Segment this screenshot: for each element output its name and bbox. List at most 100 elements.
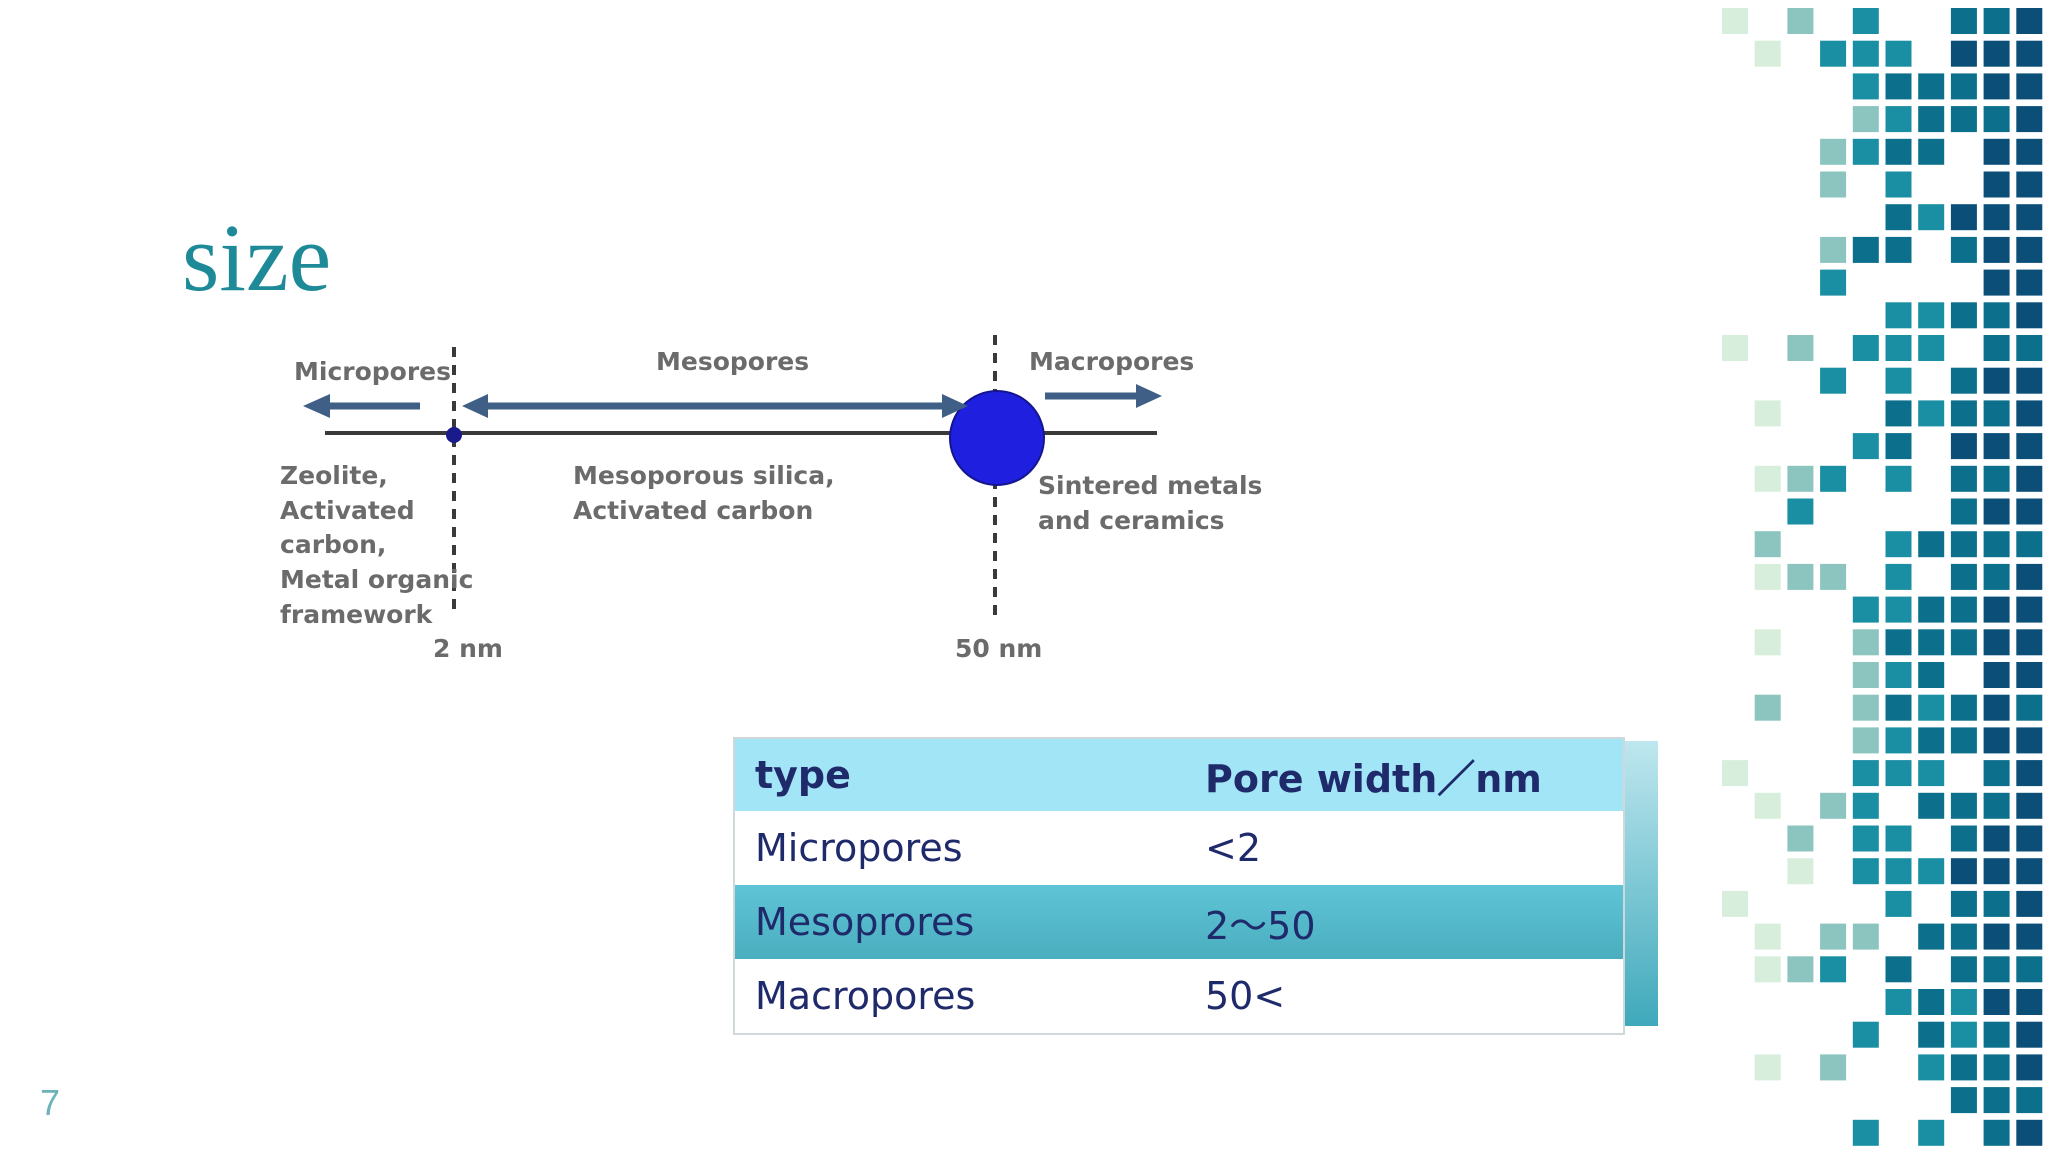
decorative-tile (1918, 1119, 1945, 1146)
cell-type: Micropores (734, 811, 1185, 885)
decorative-tile (1983, 825, 2010, 852)
decorative-tile (1983, 40, 2010, 67)
decorative-tile (1918, 335, 1945, 361)
decorative-tile (2016, 269, 2043, 296)
decorative-tile (2016, 1021, 2043, 1048)
decorative-tile (1820, 956, 1847, 983)
decorative-tile (1754, 465, 1781, 492)
decorative-tile (1950, 465, 1977, 492)
micro-example-line: Activated (280, 496, 415, 525)
decorative-tile (1787, 858, 1814, 885)
decorative-tile (2016, 629, 2043, 656)
decorative-tile (1918, 73, 1945, 100)
decorative-tile (1885, 727, 1912, 754)
decorative-tile (1950, 890, 1977, 917)
decorative-tile (1787, 335, 1814, 361)
decorative-tile (1983, 531, 2010, 558)
decorative-tile (1852, 629, 1879, 656)
decorative-tile (1820, 269, 1847, 296)
decorative-tile (1983, 923, 2010, 950)
micro-example-line: carbon, (280, 530, 386, 559)
decorative-tile (1983, 236, 2010, 263)
decorative-tile (1950, 106, 1977, 133)
decorative-tile (1754, 531, 1781, 558)
decorative-tile (1852, 760, 1879, 787)
decorative-tile (2016, 1054, 2043, 1081)
decorative-tile (1754, 1054, 1781, 1081)
decorative-tile (1852, 40, 1879, 67)
decorative-tile (1885, 563, 1912, 590)
decorative-tile (1885, 302, 1912, 329)
decorative-tile (1950, 956, 1977, 983)
decorative-tile (2016, 563, 2043, 590)
marker-2nm-dot (446, 427, 462, 443)
decorative-tile (2016, 825, 2043, 852)
mark-50nm-label: 50 nm (955, 634, 1042, 663)
decorative-tile (1983, 1087, 2010, 1114)
decorative-tile (1918, 792, 1945, 819)
decorative-tile (1918, 1021, 1945, 1048)
decorative-tile (1983, 400, 2010, 427)
decorative-tile (1722, 335, 1748, 361)
decorative-tile (1787, 498, 1814, 525)
decorative-tile (1983, 204, 2010, 231)
decorative-tile (1754, 629, 1781, 656)
decorative-tile (1820, 367, 1847, 394)
decorative-tile (1885, 400, 1912, 427)
decorative-tile (1885, 531, 1912, 558)
decorative-tile (1950, 8, 1977, 34)
decorative-tile (1918, 923, 1945, 950)
decorative-tile (1820, 236, 1847, 263)
decorative-tile (1950, 1021, 1977, 1048)
decorative-tile (1885, 956, 1912, 983)
micropores-arrow (303, 394, 420, 418)
decorative-tile (1983, 138, 2010, 165)
decorative-tile (2016, 498, 2043, 525)
decorative-tile (1983, 8, 2010, 34)
decorative-tile (2016, 760, 2043, 787)
macro-example-line: and ceramics (1038, 506, 1225, 535)
table-row: Micropores <2 (734, 811, 1624, 885)
decorative-tile (2016, 204, 2043, 231)
decorative-tile (1787, 563, 1814, 590)
decorative-tile (1983, 727, 2010, 754)
decorative-tile (1950, 629, 1977, 656)
decorative-tile (2016, 858, 2043, 885)
decorative-tile (2016, 792, 2043, 819)
decorative-tile (1950, 727, 1977, 754)
decorative-tile (1885, 335, 1912, 361)
pore-size-diagram: Micropores Mesopores Macropores Zeolite,… (280, 335, 1262, 663)
decorative-tile (1885, 40, 1912, 67)
cell-type: Mesoprores (734, 885, 1185, 959)
decorative-tile (1983, 171, 2010, 198)
decorative-tile (1983, 989, 2010, 1015)
decorative-tile (2016, 302, 2043, 329)
micro-example-line: framework (280, 600, 434, 629)
decorative-tile (1885, 367, 1912, 394)
decorative-tile (1820, 563, 1847, 590)
decorative-tile (1983, 1021, 2010, 1048)
decorative-tile (2016, 106, 2043, 133)
decorative-tile (1852, 8, 1879, 34)
decorative-tile (1852, 138, 1879, 165)
decorative-tile (1918, 204, 1945, 231)
decorative-tile (1885, 989, 1912, 1015)
decorative-tile (1852, 694, 1879, 721)
decorative-tile (1918, 858, 1945, 885)
mesopores-label: Mesopores (656, 347, 809, 376)
mark-2nm-label: 2 nm (433, 634, 503, 663)
decorative-tile (1983, 433, 2010, 460)
decorative-tile (1885, 760, 1912, 787)
decorative-tile (2016, 335, 2043, 361)
decorative-tile (1918, 400, 1945, 427)
decorative-tile (1885, 106, 1912, 133)
cell-type: Macropores (734, 959, 1185, 1034)
decorative-tile (1950, 694, 1977, 721)
decorative-tile (1754, 792, 1781, 819)
decorative-tile (1885, 629, 1912, 656)
meso-example-line: Activated carbon (573, 496, 813, 525)
decorative-tile (1983, 269, 2010, 296)
decorative-tile (1787, 8, 1814, 34)
decorative-tile (1820, 923, 1847, 950)
